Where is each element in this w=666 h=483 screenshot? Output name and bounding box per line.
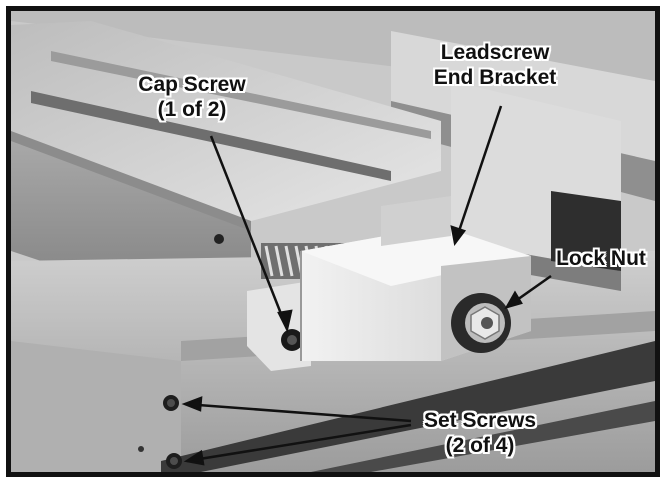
dovetail-way [161, 341, 655, 472]
callout-cap-screw: Cap Screw (1 of 2) [122, 72, 262, 122]
machine-photo [6, 6, 660, 477]
lock-nut [451, 293, 511, 353]
callout-leadscrew-line1: Leadscrew [440, 41, 550, 64]
callout-leadscrew-line2: End Bracket [433, 66, 557, 89]
callout-leadscrew-end-bracket: Leadscrew End Bracket [420, 40, 570, 90]
callout-set-screws-line1: Set Screws [423, 409, 537, 432]
callout-cap-screw-line1: Cap Screw [138, 73, 246, 96]
callout-set-screws: Set Screws (2 of 4) [410, 408, 550, 458]
callout-lock-nut: Lock Nut [545, 246, 657, 271]
callout-set-screws-line2: (2 of 4) [445, 434, 515, 457]
photo-illustration [11, 11, 655, 472]
callout-lock-nut-line1: Lock Nut [556, 247, 646, 270]
callout-cap-screw-line2: (1 of 2) [157, 98, 227, 121]
leader-lines [181, 105, 552, 466]
